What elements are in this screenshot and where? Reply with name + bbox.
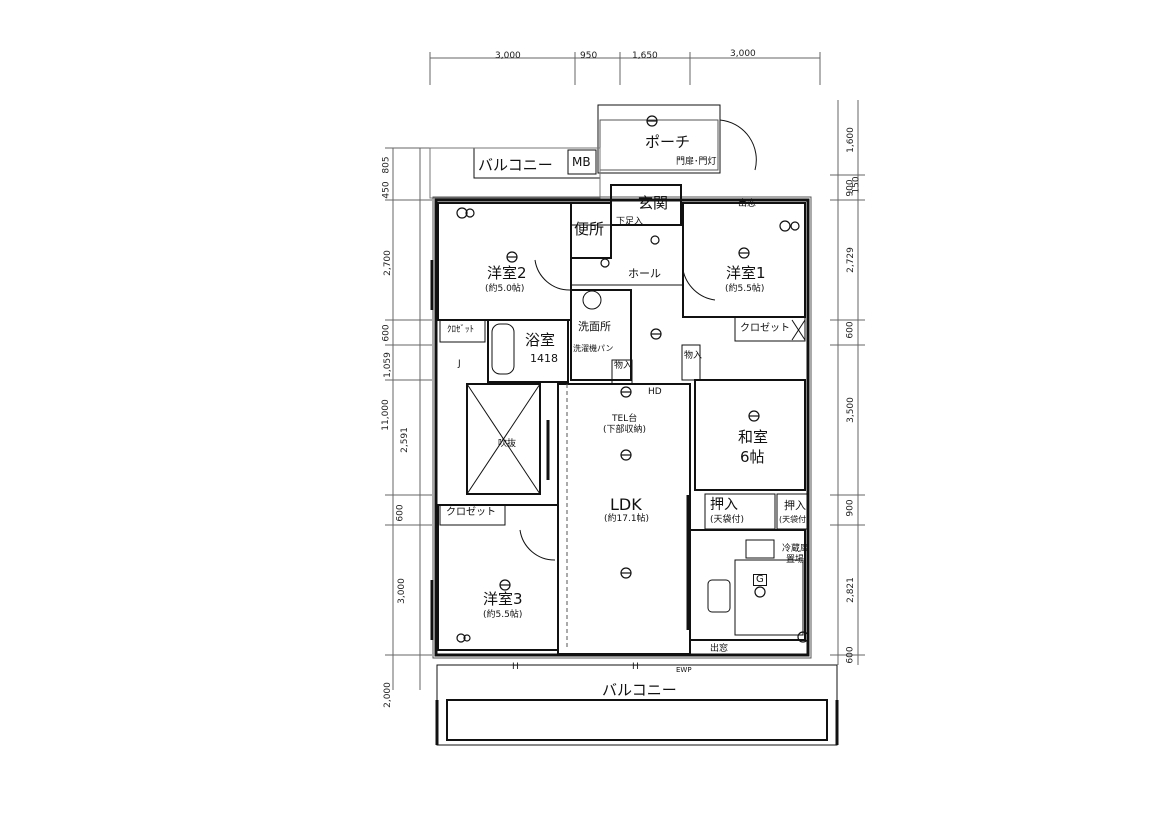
closet-small-label: ｸﾛｾﾞｯﾄ — [447, 325, 475, 335]
j-label: J — [458, 359, 461, 369]
north-balcony-label: バルコニー — [478, 156, 553, 174]
dim-right-8: 2,821 — [845, 577, 856, 603]
oshiire-label: 押入 — [710, 497, 738, 513]
dim-left-7: 2,591 — [399, 427, 410, 453]
dim-top-2: 950 — [580, 51, 598, 61]
h2-label: H — [632, 662, 639, 672]
shoebox-label: 下足入 — [616, 217, 644, 227]
dim-top-4: 3,000 — [730, 49, 756, 59]
dim-top-1: 3,000 — [495, 51, 521, 61]
washpan-label: 洗濯機パン — [573, 344, 614, 353]
dim-left-10: 2,000 — [382, 682, 393, 708]
mb-label: MB — [572, 155, 591, 169]
closet3-label: クロゼット — [446, 507, 496, 518]
dim-left-8: 600 — [395, 504, 406, 522]
ldk-name: LDK — [610, 495, 642, 514]
room1-name: 洋室1 — [726, 264, 766, 282]
washitsu-name: 和室 — [738, 428, 769, 446]
gate-light-label: 門扉･門灯 — [676, 157, 717, 167]
room2-name: 洋室2 — [487, 264, 527, 282]
dim-left-5: 1,059 — [382, 352, 393, 378]
fukinuke-label: 吹抜 — [498, 439, 517, 449]
dim-right-6: 3,500 — [845, 397, 856, 423]
closet1-label: クロゼット — [740, 323, 790, 334]
dim-left-2: 450 — [381, 181, 392, 199]
room2-size: (約5.0帖) — [485, 284, 525, 294]
dim-left-1: 805 — [381, 156, 392, 174]
dim-left-3: 2,700 — [382, 250, 393, 276]
washroom-label: 洗面所 — [578, 320, 611, 333]
dim-top-3: 1,650 — [632, 51, 658, 61]
oshiire-sub-label: (天袋付) — [710, 515, 745, 525]
dim-right-7: 900 — [845, 499, 856, 517]
oshiire2-sub-label: (天袋付) — [779, 515, 810, 524]
room3-size: (約5.5帖) — [483, 610, 523, 620]
fridge-label: 冷蔵庫 — [782, 544, 810, 554]
south-balcony-label: バルコニー — [602, 681, 677, 699]
demado-label: 出窓 — [738, 199, 757, 209]
demado2-label: 出窓 — [710, 644, 729, 654]
room1-size: (約5.5帖) — [725, 284, 765, 294]
dim-left-6: 11,000 — [380, 399, 391, 431]
dim-right-3: 900 — [845, 179, 856, 197]
porch-label: ポーチ — [645, 133, 691, 151]
hd-label: HD — [648, 387, 662, 397]
dim-left-4: 600 — [381, 324, 392, 342]
dim-right-1: 1,600 — [845, 127, 856, 153]
dim-left-9: 3,000 — [396, 578, 407, 604]
room3-name: 洋室3 — [483, 590, 523, 608]
tel-label: TEL台 — [612, 414, 638, 424]
tel-sub-label: (下部収納) — [603, 425, 647, 435]
dim-right-4: 2,729 — [845, 247, 856, 273]
h1-label: H — [512, 662, 519, 672]
dim-right-9: 600 — [845, 646, 856, 664]
genkan-label: 玄関 — [638, 194, 669, 212]
toilet-label: 便所 — [574, 220, 605, 238]
washitsu-size: 6帖 — [740, 448, 765, 466]
dim-right-5: 600 — [845, 321, 856, 339]
bath-name: 浴室 — [525, 331, 556, 349]
storage-label: 物入 — [614, 361, 633, 371]
bath-size: 1418 — [530, 352, 558, 365]
ldk-size: (約17.1帖) — [604, 514, 650, 524]
gas-symbol: G — [753, 574, 767, 586]
hall-label: ホール — [628, 267, 661, 280]
storage2-label: 物入 — [684, 351, 703, 361]
oshiire2-label: 押入 — [784, 499, 806, 512]
fridge-place-label: 置場 — [786, 555, 805, 565]
ewp-label: EWP — [676, 666, 692, 674]
